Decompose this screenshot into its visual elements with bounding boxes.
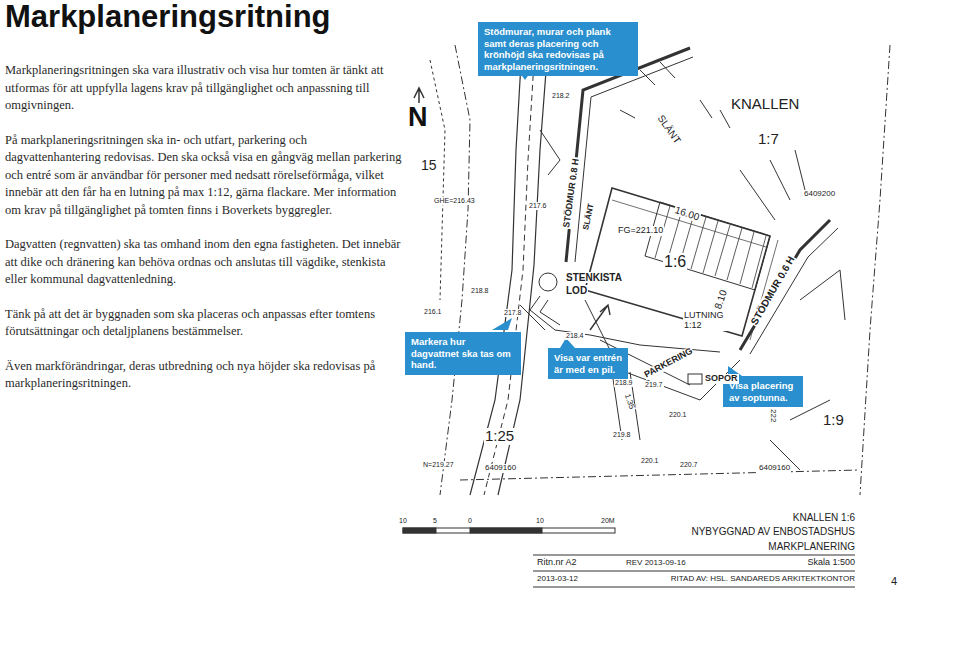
- plan-label: 220.1: [668, 411, 688, 419]
- plan-label: 220.7: [679, 461, 699, 469]
- callout-text: Stödmurar, murar och plank samt deras pl…: [484, 26, 632, 72]
- body-paragraph: Även markförändringar, deras utbredning …: [5, 358, 403, 393]
- body-paragraph: Markplaneringsritningen ska vara illustr…: [5, 62, 403, 115]
- plan-label: 219.8: [612, 431, 632, 439]
- plan-label: SLÄNT: [655, 112, 684, 146]
- plan-label: 1:7: [757, 131, 780, 148]
- plan-label: 1:6: [663, 253, 687, 271]
- title-block-text: Skala 1:500: [807, 558, 855, 568]
- plan-label: 218.4: [565, 332, 585, 340]
- plan-label: 217.8: [503, 309, 523, 317]
- body-paragraph: Dagvatten (regnvatten) ska tas omhand in…: [5, 236, 403, 289]
- plan-label: 216.1: [423, 308, 443, 316]
- text-column: Markplaneringsritningen ska vara illustr…: [5, 62, 403, 410]
- title-block-text: 2013-03-12: [537, 575, 578, 584]
- plan-label: 15: [420, 158, 438, 173]
- title-block-text: 20M: [601, 517, 615, 525]
- callout-text: Visa placering av soptunna.: [729, 380, 797, 403]
- title-block-text: MARKPLANERING: [768, 541, 855, 552]
- plan-label: LUTNING 1:12: [683, 311, 731, 331]
- plan-label: N: [407, 103, 429, 133]
- title-block-text: 5: [433, 517, 437, 525]
- title-block-text: 4: [891, 575, 897, 587]
- plan-label: 218.2: [551, 92, 571, 100]
- plan-label: GHE=216.43: [433, 197, 476, 205]
- title-block-text: RITAD AV: HSL. SANDAREDS ARKITEKTKONTOR: [671, 575, 855, 584]
- plan-label: SLÄNT: [582, 202, 597, 232]
- callout-box: Visa var entrén är med en pil.: [548, 348, 628, 379]
- plan-label: STENKISTA: [565, 272, 623, 283]
- plan-label: 219.7: [644, 381, 664, 389]
- plan-label: SOPOR: [704, 374, 739, 384]
- body-paragraph: På markplaneringsritningen ska in- och u…: [5, 132, 403, 220]
- plan-label: 222: [768, 408, 777, 423]
- plan-label: FG=221.10: [617, 226, 664, 236]
- plan-label: 1:25: [484, 428, 515, 445]
- plan-label: 218.9: [614, 379, 634, 387]
- plan-label: 6409160: [758, 464, 791, 473]
- plan-label: 6409160: [484, 464, 517, 473]
- callout-text: Visa var entrén är med en pil.: [554, 352, 622, 375]
- callout-text: Markera hur dagvattnet ska tas om hand.: [411, 336, 515, 371]
- plan-label: 218.8: [470, 287, 490, 295]
- body-paragraph: Tänk på att det är byggnaden som ska pla…: [5, 306, 403, 341]
- plan-label: 6409200: [803, 190, 836, 199]
- plan-label: PARKERING: [642, 346, 696, 381]
- page-title: Markplaneringsritning: [5, 0, 331, 34]
- title-block-text: 10: [399, 517, 407, 525]
- plan-label: KNALLEN: [730, 96, 800, 113]
- title-block-text: REV 2013-09-16: [626, 559, 686, 568]
- title-block-text: Ritn.nr A2: [537, 558, 577, 568]
- plan-label: N=219.27: [422, 461, 455, 469]
- callout-box: Stödmurar, murar och plank samt deras pl…: [478, 22, 638, 76]
- title-block-text: 10: [536, 517, 544, 525]
- plan-label: LOD: [565, 285, 588, 296]
- plan-label: 8.10: [712, 288, 729, 312]
- plan-label: 1:9: [822, 412, 845, 429]
- title-block-text: NYBYGGNAD AV ENBOSTADSHUS: [691, 526, 855, 537]
- title-block-text: KNALLEN 1:6: [793, 512, 855, 523]
- title-block-text: 0: [468, 517, 472, 525]
- plan-label: 220.1: [640, 457, 660, 465]
- plan-label: 217.6: [528, 202, 548, 210]
- callout-box: Markera hur dagvattnet ska tas om hand.: [405, 332, 521, 375]
